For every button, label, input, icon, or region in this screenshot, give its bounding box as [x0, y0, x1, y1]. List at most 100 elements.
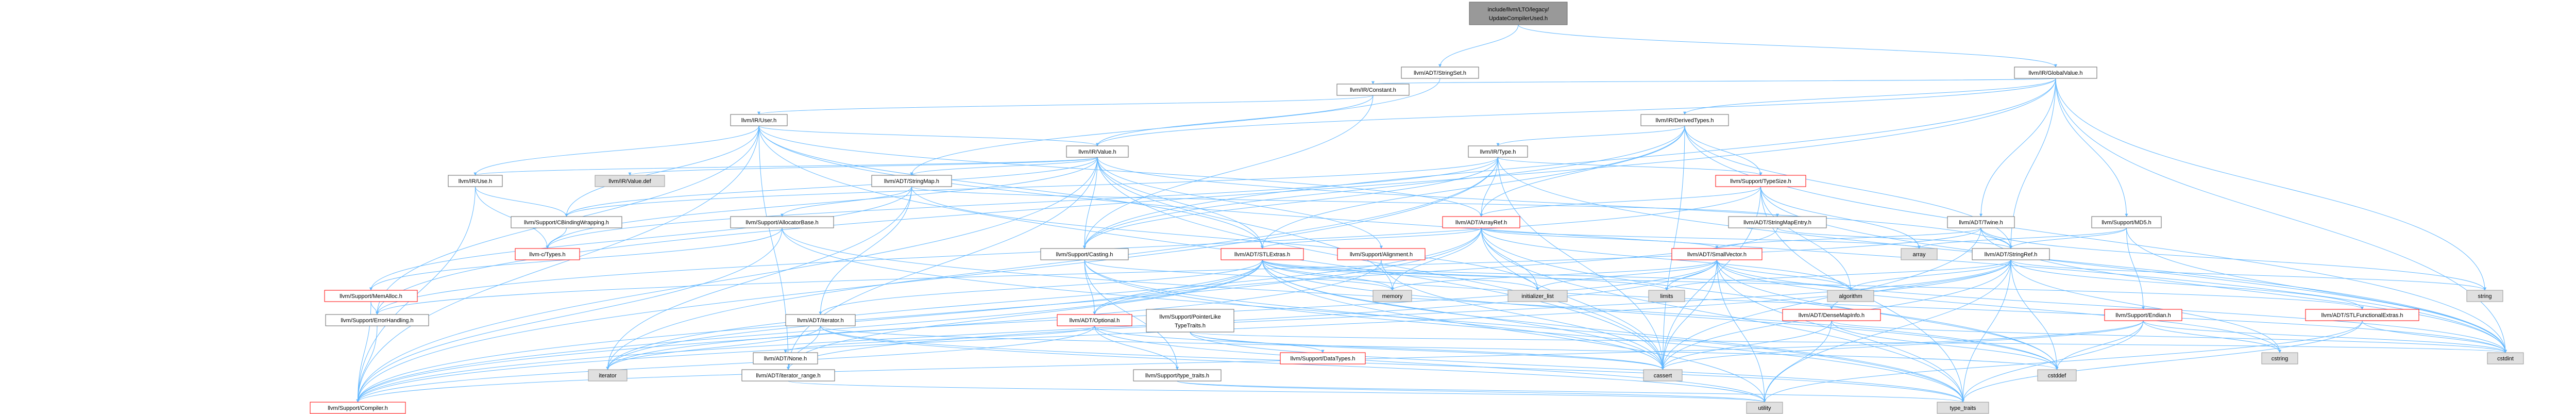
node-cstdint-box — [2487, 352, 2524, 365]
node-array-label: array — [1912, 252, 1926, 258]
edge-user-to-value — [758, 125, 1099, 146]
edge-stlextras-to-cstddef — [1262, 259, 2059, 370]
node-globalvalue[interactable]: llvm/IR/GlobalValue.h — [2014, 67, 2097, 79]
node-memalloc-box — [324, 290, 418, 302]
node-user[interactable]: llvm/IR/User.h — [730, 114, 788, 126]
edge-memalloc-to-errorhandling — [370, 301, 379, 315]
node-valuedef[interactable]: llvm/IR/Value.def — [595, 175, 665, 187]
node-casting[interactable]: llvm/Support/Casting.h — [1040, 248, 1129, 260]
edge-stlextras-to-limits — [1262, 259, 1668, 291]
node-initializer-list[interactable]: initializer_list — [1507, 290, 1568, 302]
node-stlextras[interactable]: llvm/ADT/STLExtras.h — [1221, 248, 1304, 260]
edge-pointerlike-to-type-traits — [1190, 332, 1964, 403]
node-typesize[interactable]: llvm/Support/TypeSize.h — [1715, 175, 1806, 187]
edge-user-to-cassert — [758, 125, 1665, 370]
node-stringset-label: llvm/ADT/StringSet.h — [1414, 70, 1466, 76]
node-type-traits[interactable]: type_traits — [1937, 402, 1989, 414]
node-utility[interactable]: utility — [1746, 402, 1783, 414]
node-optional[interactable]: llvm/ADT/Optional.h — [1057, 314, 1132, 326]
edge-smallvector-to-type-traits — [1717, 259, 1964, 403]
edge-cbinding-to-ctypes — [546, 227, 567, 249]
edge-stringmap-to-stringmapentry — [911, 186, 1779, 217]
node-constant[interactable]: llvm/IR/Constant.h — [1336, 84, 1410, 96]
node-cbinding[interactable]: llvm/Support/CBindingWrapping.h — [511, 216, 622, 228]
node-cstring-box — [2261, 352, 2298, 365]
node-root[interactable]: include/llvm/LTO/legacy/UpdateCompilerUs… — [1469, 2, 1568, 25]
node-cassert-box — [1643, 369, 1683, 382]
edge-arrayref-to-algorithm — [1481, 227, 1852, 291]
node-stringmapentry[interactable]: llvm/ADT/StringMapEntry.h — [1728, 216, 1827, 228]
edge-stringmap-to-initializer-list — [911, 186, 1539, 291]
edge-stringref-to-utility — [1763, 259, 2011, 403]
node-type[interactable]: llvm/IR/Type.h — [1468, 145, 1528, 158]
node-densemapinfo-box — [1782, 309, 1881, 321]
node-md5[interactable]: llvm/Support/MD5.h — [2091, 216, 2162, 228]
edge-stringref-to-cstddef — [2010, 259, 2059, 370]
node-stlfunctional[interactable]: llvm/ADT/STLFunctionalExtras.h — [2305, 309, 2419, 321]
node-string-label: string — [2478, 293, 2492, 300]
edge-type-to-typesize — [1498, 157, 1762, 176]
node-use[interactable]: llvm/IR/Use.h — [448, 175, 503, 187]
edge-globalvalue-to-md5 — [2055, 78, 2128, 217]
node-stringmap[interactable]: llvm/ADT/StringMap.h — [871, 175, 952, 187]
node-array[interactable]: array — [1901, 248, 1938, 260]
edge-globalvalue-to-adttwine — [1979, 78, 2056, 217]
node-support-typetraits[interactable]: llvm/Support/type_traits.h — [1133, 369, 1222, 382]
node-smallvector[interactable]: llvm/ADT/SmallVector.h — [1671, 248, 1762, 260]
node-cstring[interactable]: cstring — [2261, 352, 2298, 365]
node-arrayref[interactable]: llvm/ADT/ArrayRef.h — [1442, 216, 1520, 228]
node-endian[interactable]: llvm/Support/Endian.h — [2104, 309, 2182, 321]
node-compiler-box — [310, 402, 406, 414]
node-string-box — [2466, 290, 2503, 302]
node-optional-label: llvm/ADT/Optional.h — [1070, 318, 1120, 324]
node-cassert[interactable]: cassert — [1643, 369, 1683, 382]
node-densemapinfo[interactable]: llvm/ADT/DenseMapInfo.h — [1782, 309, 1881, 321]
node-stringset[interactable]: llvm/ADT/StringSet.h — [1401, 67, 1479, 79]
node-memory[interactable]: memory — [1372, 290, 1412, 302]
node-pointerlike-box — [1146, 309, 1234, 333]
node-adtiterator[interactable]: llvm/ADT/iterator.h — [785, 314, 856, 326]
node-compiler[interactable]: llvm/Support/Compiler.h — [310, 402, 406, 414]
node-alignment[interactable]: llvm/Support/Alignment.h — [1337, 248, 1426, 260]
edge-value-to-ctypes — [546, 157, 1098, 249]
edge-md5-to-stringref — [2009, 227, 2127, 249]
edge-stlextras-to-utility — [1262, 259, 1766, 403]
node-derivedtypes-label: llvm/IR/DerivedTypes.h — [1655, 118, 1714, 124]
edge-stlextras-to-memory — [1262, 259, 1394, 291]
edge-value-to-stlextras — [1097, 157, 1264, 249]
node-limits[interactable]: limits — [1648, 290, 1685, 302]
node-derivedtypes[interactable]: llvm/IR/DerivedTypes.h — [1640, 114, 1729, 126]
node-adttwine[interactable]: llvm/ADT/Twine.h — [1947, 216, 2015, 228]
edge-endian-to-type-traits — [1961, 320, 2144, 403]
node-initializer-list-box — [1507, 290, 1568, 302]
node-cstdint[interactable]: cstdint — [2487, 352, 2524, 365]
edge-alignment-to-compiler — [356, 259, 1382, 403]
edge-stringref-to-type-traits — [1961, 259, 2011, 403]
node-support-typetraits-label: llvm/Support/type_traits.h — [1145, 373, 1209, 379]
node-string[interactable]: string — [2466, 290, 2503, 302]
node-value[interactable]: llvm/IR/Value.h — [1066, 145, 1129, 158]
node-stringref[interactable]: llvm/ADT/StringRef.h — [1972, 248, 2050, 260]
node-none[interactable]: llvm/ADT/None.h — [753, 352, 818, 365]
edge-type-to-ctypes — [546, 157, 1498, 249]
node-errorhandling[interactable]: llvm/Support/ErrorHandling.h — [325, 314, 429, 326]
node-allocatorbase[interactable]: llvm/Support/AllocatorBase.h — [730, 216, 834, 228]
node-memory-box — [1372, 290, 1412, 302]
edge-type-to-arrayref — [1480, 157, 1498, 217]
node-constant-label: llvm/IR/Constant.h — [1350, 87, 1396, 93]
node-iterator-range[interactable]: llvm/ADT/iterator_range.h — [741, 369, 835, 382]
edge-stringmap-to-memalloc — [369, 186, 912, 291]
node-datatypes[interactable]: llvm/Support/DataTypes.h — [1280, 352, 1366, 365]
node-memalloc[interactable]: llvm/Support/MemAlloc.h — [324, 290, 418, 302]
edge-adtiterator-to-iterator — [606, 325, 821, 370]
node-iterator[interactable]: iterator — [588, 369, 628, 382]
node-algorithm[interactable]: algorithm — [1827, 290, 1874, 302]
node-cstddef[interactable]: cstddef — [2037, 369, 2077, 382]
node-ctypes[interactable]: llvm-c/Types.h — [515, 248, 580, 260]
edge-constant-to-value — [1096, 95, 1374, 146]
node-cstddef-box — [2037, 369, 2077, 382]
edge-endian-to-cassert — [1661, 320, 2144, 370]
edge-optional-to-utility — [1094, 325, 1766, 403]
edge-globalvalue-to-derivedtypes — [1683, 78, 2056, 115]
